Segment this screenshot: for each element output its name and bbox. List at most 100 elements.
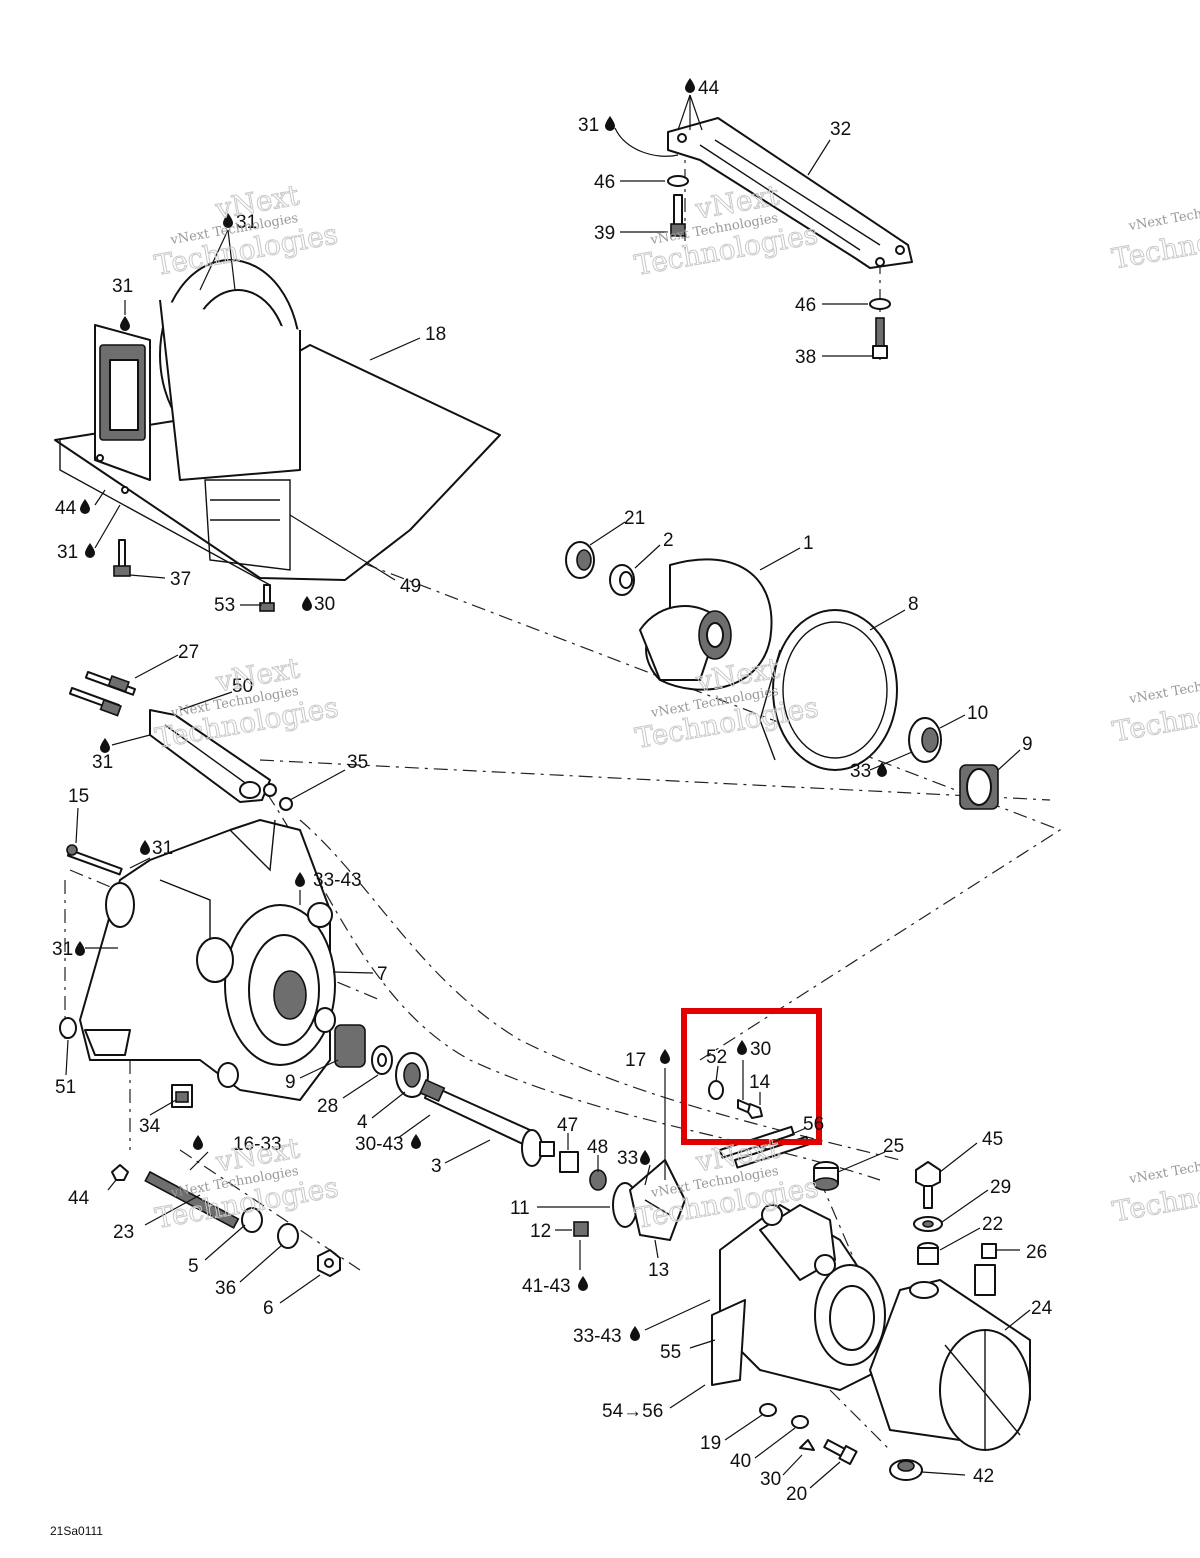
drop-icon — [120, 316, 130, 331]
bushing-22 — [917, 1242, 939, 1265]
drop-icon — [193, 1135, 203, 1150]
bolt-14-head — [747, 1103, 763, 1119]
drop-icon — [605, 116, 615, 131]
washer-51 — [59, 1017, 77, 1039]
callout-41-43: 41-43 — [522, 1276, 571, 1297]
callout-35: 35 — [347, 752, 368, 773]
bearing-9-lower — [334, 1024, 366, 1068]
callout-17: 17 — [625, 1050, 646, 1071]
callout-53: 53 — [214, 595, 235, 616]
callout-31: 31 — [236, 212, 257, 233]
callout-19: 19 — [700, 1433, 721, 1454]
callout-8: 8 — [908, 594, 919, 615]
drop-icon — [140, 840, 150, 855]
callout-15: 15 — [68, 786, 89, 807]
callout-5: 5 — [188, 1256, 199, 1277]
callout-34: 34 — [139, 1116, 161, 1137]
callout-33-43: 33-43 — [313, 870, 362, 891]
callout-44: 44 — [698, 78, 720, 99]
callout-50: 50 — [232, 676, 253, 697]
callout-9: 9 — [1022, 734, 1033, 755]
callout-12: 12 — [530, 1221, 551, 1242]
washer-46-top — [667, 175, 689, 187]
callout-30: 30 — [750, 1039, 771, 1060]
drop-icon — [302, 596, 312, 611]
bearing-9-top — [959, 764, 999, 810]
callout-28: 28 — [317, 1096, 338, 1117]
washer-52 — [708, 1080, 724, 1100]
callout-46: 46 — [795, 295, 816, 316]
leader-lines — [65, 94, 1031, 1489]
wear-ring-8 — [759, 609, 898, 771]
callout-30: 30 — [314, 594, 335, 615]
screw-53 — [259, 584, 275, 612]
watermarks: vNext Technologies vNext Technologies vN… — [152, 178, 1200, 1236]
seal-10 — [908, 717, 942, 763]
callout-33: 33 — [617, 1148, 638, 1169]
callout-23: 23 — [113, 1222, 134, 1243]
callout-31: 31 — [578, 115, 599, 136]
callout-31: 31 — [152, 838, 173, 859]
washer-46-bottom — [869, 298, 891, 310]
washer-5 — [241, 1207, 263, 1233]
callout-16-33: 16-33 — [233, 1134, 282, 1155]
callout-2: 2 — [663, 530, 674, 551]
callout-48: 48 — [587, 1137, 608, 1158]
callout-31: 31 — [57, 542, 78, 563]
stud-15 — [66, 844, 123, 876]
callout-4: 4 — [357, 1112, 368, 1133]
callout-46: 46 — [594, 172, 615, 193]
callout-38: 38 — [795, 347, 816, 368]
clip-34 — [171, 1084, 193, 1108]
callout-30-43: 30-43 — [355, 1134, 404, 1155]
shaft-3 — [419, 1078, 555, 1167]
venturi-55 — [711, 1204, 886, 1391]
drop-icon — [578, 1276, 588, 1291]
callout-24: 24 — [1031, 1298, 1053, 1319]
callout-7: 7 — [377, 964, 388, 985]
callout-18: 18 — [425, 324, 446, 345]
callout-31: 31 — [112, 276, 133, 297]
drop-icon — [685, 78, 695, 93]
callout-51: 51 — [55, 1077, 76, 1098]
callout-29: 29 — [990, 1177, 1011, 1198]
pump-housing-7 — [79, 819, 336, 1101]
callout-labels: 44 31 32 46 39 46 38 31 31 18 44 31 37 4… — [52, 78, 1053, 1505]
callout-42: 42 — [973, 1466, 994, 1487]
callout-25: 25 — [883, 1136, 904, 1157]
drop-icon — [85, 543, 95, 558]
callout-36: 36 — [215, 1278, 236, 1299]
drop-icon — [223, 213, 233, 228]
nozzle-24 — [869, 1264, 1031, 1451]
callout-6: 6 — [263, 1298, 274, 1319]
callout-33-43: 33-43 — [573, 1326, 622, 1347]
bushing-25 — [813, 1161, 839, 1191]
washer-28 — [371, 1045, 393, 1075]
plug-26 — [981, 1243, 997, 1259]
cap-44 — [111, 1164, 129, 1181]
washer-29 — [913, 1216, 943, 1232]
bolt-20 — [799, 1439, 858, 1465]
drop-icon — [100, 738, 110, 753]
drop-icon — [80, 499, 90, 514]
callout-32: 32 — [830, 119, 851, 140]
spring-48 — [589, 1169, 607, 1191]
callout-9: 9 — [285, 1072, 296, 1093]
callout-31: 31 — [52, 939, 73, 960]
lubricant-drop-icons — [75, 78, 887, 1341]
callout-49: 49 — [400, 576, 421, 597]
callout-3: 3 — [431, 1156, 442, 1177]
callout-13: 13 — [648, 1260, 669, 1281]
callout-27: 27 — [178, 642, 199, 663]
callout-1: 1 — [803, 533, 814, 554]
drop-icon — [411, 1134, 421, 1149]
callout-54-56: 54→56 — [602, 1401, 663, 1422]
callout-30: 30 — [760, 1469, 781, 1490]
drop-icon — [75, 941, 85, 956]
callout-33: 33 — [850, 761, 871, 782]
callout-45: 45 — [982, 1129, 1003, 1150]
callout-56: 56 — [803, 1114, 824, 1135]
drop-icon — [640, 1150, 650, 1165]
callout-10: 10 — [967, 703, 988, 724]
